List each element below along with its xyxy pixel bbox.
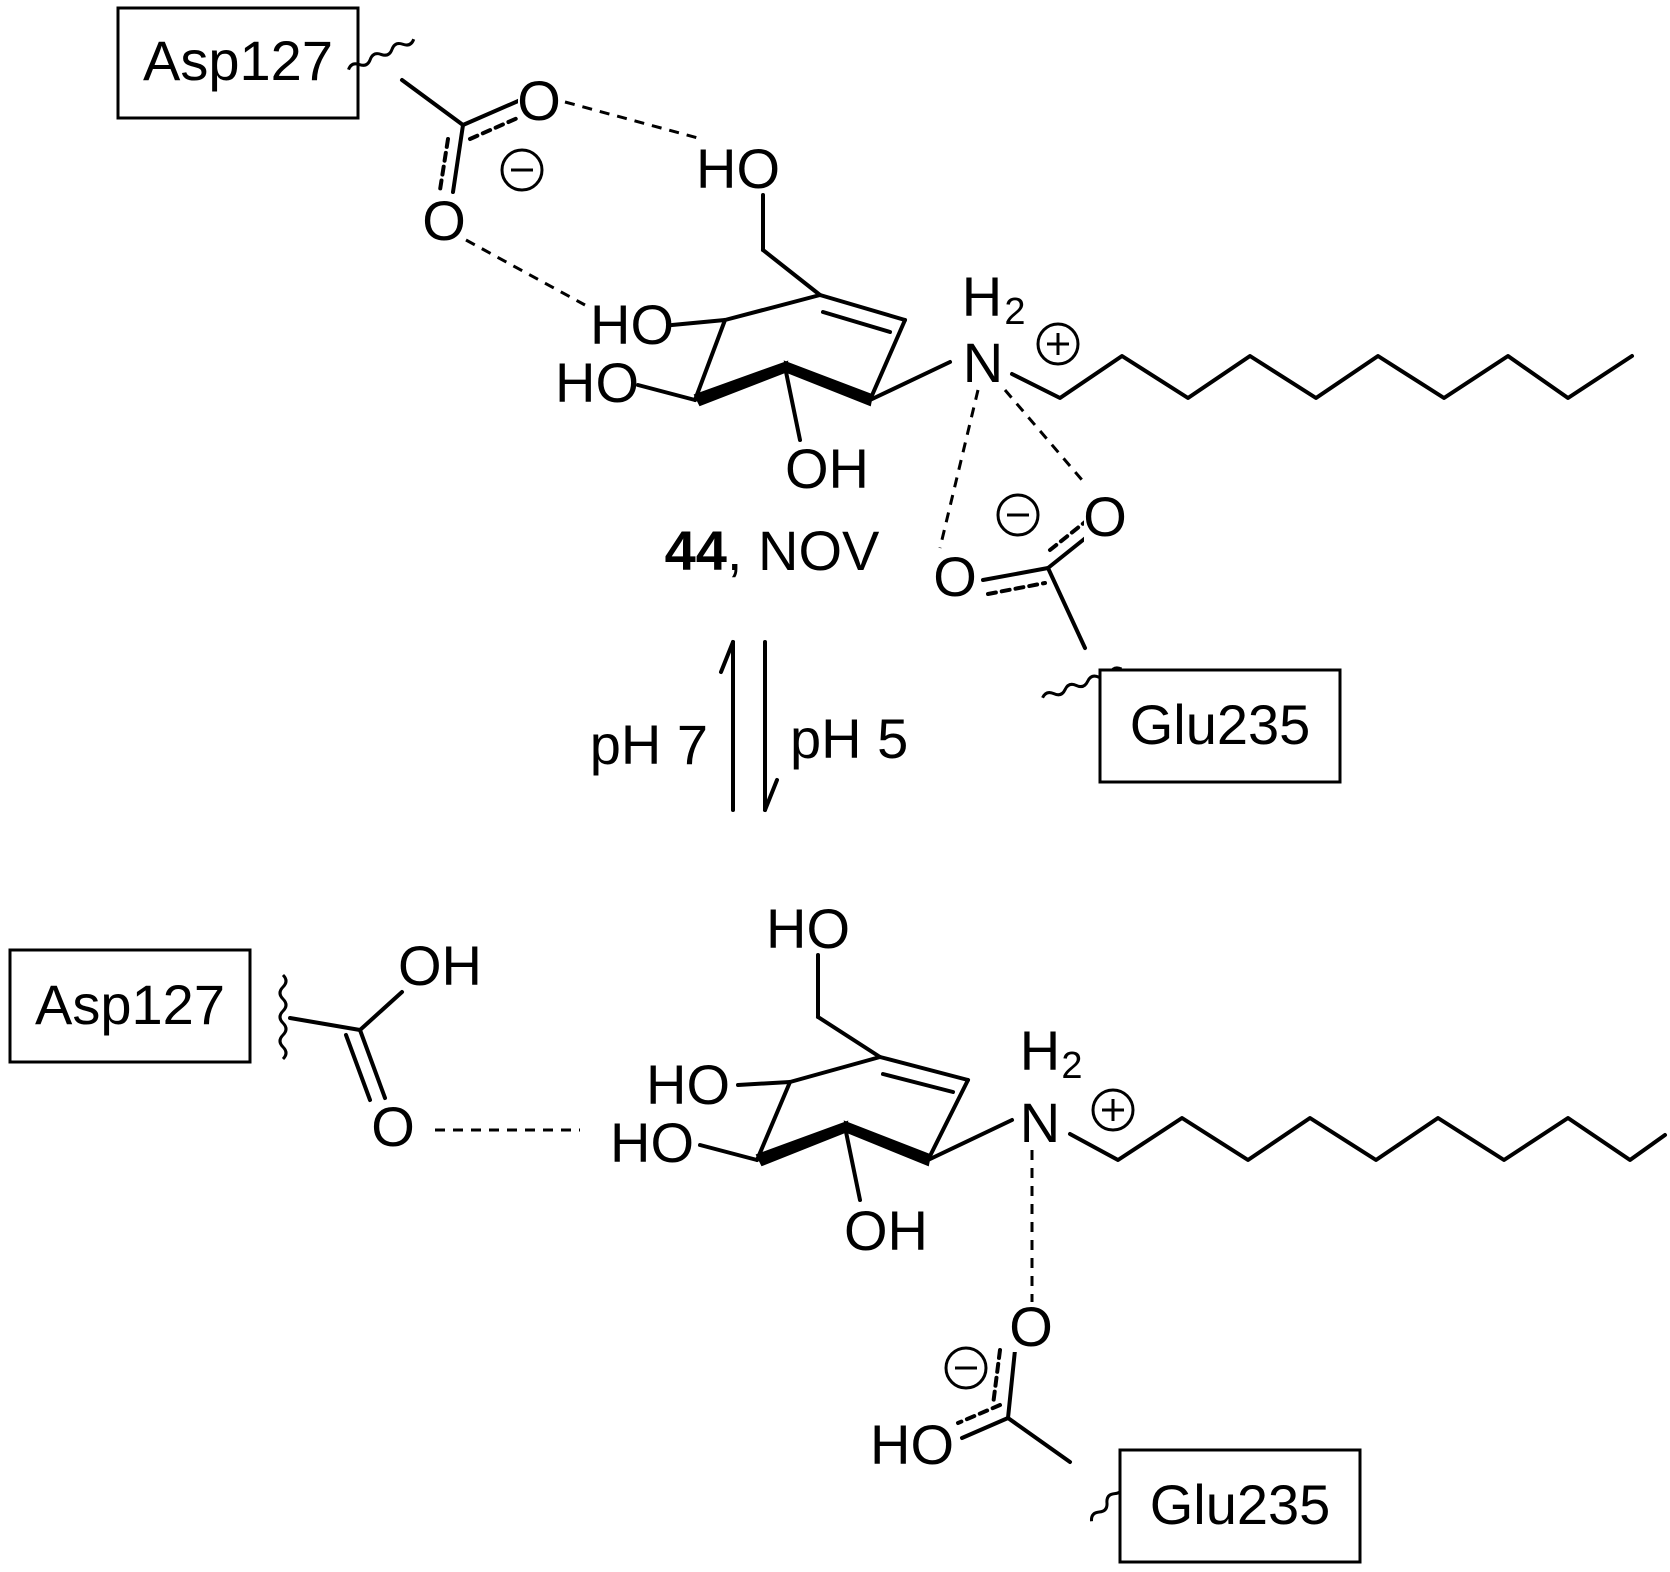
glu235-label: Glu235	[1130, 693, 1311, 756]
alkyl-chain	[1068, 1116, 1667, 1162]
hydroxyl-oh: OH	[844, 1199, 928, 1262]
ammonium-chain-top: N H 2	[962, 265, 1634, 400]
glu-carboxylate-top: O O	[933, 389, 1127, 699]
cyclohexene-ring-bottom: HO HO HO OH	[610, 897, 1014, 1262]
compound-name: , NOV	[727, 519, 880, 582]
atom-o: O	[933, 545, 977, 608]
asp127-residue-top: Asp127	[116, 6, 416, 120]
positive-charge	[1091, 1088, 1135, 1132]
glu235-residue-bottom: Glu235	[1118, 1448, 1362, 1564]
hydroxyl-ho: HO	[766, 897, 850, 960]
condition-left: pH 7	[590, 713, 708, 776]
condition-right: pH 5	[790, 707, 908, 770]
compound-label: 44, NOV	[665, 519, 880, 582]
h-subscript: 2	[1061, 1045, 1082, 1087]
hydroxyl-ho: HO	[555, 351, 639, 414]
hydrogen-bond	[1003, 389, 1084, 481]
hydrogen-bond	[938, 389, 980, 549]
atom-o: O	[1009, 1295, 1053, 1358]
asp-carboxylate-top: O O	[400, 69, 561, 252]
positive-charge	[1036, 322, 1080, 366]
atom-h: H	[962, 265, 1002, 328]
negative-charge	[944, 1346, 988, 1390]
asp127-label: Asp127	[35, 973, 225, 1036]
negative-charge	[500, 148, 544, 192]
residue-box	[116, 6, 360, 120]
hydrogen-bond	[465, 238, 586, 307]
atom-o: O	[422, 189, 466, 252]
wavy-bond	[347, 38, 416, 71]
residue-box	[8, 948, 252, 1064]
negative-charge	[996, 493, 1040, 537]
equilibrium-arrows: pH 7 pH 5	[590, 640, 908, 812]
glu235-residue-top: Glu235	[1098, 668, 1342, 784]
wavy-bond	[278, 973, 288, 1061]
bottom-structure: Asp127 OH O	[8, 897, 1667, 1564]
hydroxyl-ho: HO	[696, 137, 780, 200]
hydroxyl-oh: OH	[785, 437, 869, 500]
glu235-label: Glu235	[1150, 1473, 1331, 1536]
residue-box	[1098, 668, 1342, 784]
compound-number: 44	[665, 519, 727, 582]
asp127-label: Asp127	[143, 29, 333, 92]
hydroxyl-ho: HO	[590, 293, 674, 356]
h-subscript: 2	[1004, 291, 1025, 333]
hydroxyl-oh: OH	[398, 934, 482, 997]
residue-box	[1118, 1448, 1362, 1564]
atom-o: O	[371, 1095, 415, 1158]
ammonium-chain-bottom: N H 2	[1020, 1019, 1667, 1162]
atom-o: O	[1083, 485, 1127, 548]
hydroxyl-ho: HO	[610, 1111, 694, 1174]
atom-o: O	[517, 69, 561, 132]
alkyl-chain	[1010, 354, 1634, 400]
asp-carboxylic-acid-bottom: OH O	[288, 934, 482, 1158]
hydroxyl-ho: HO	[870, 1413, 954, 1476]
cyclohexene-ring-top: HO HO HO OH	[555, 137, 952, 500]
asp127-residue-bottom: Asp127	[8, 948, 288, 1064]
atom-h: H	[1020, 1019, 1060, 1082]
top-structure: Asp127 O O	[116, 6, 1634, 784]
atom-n: N	[1020, 1091, 1060, 1154]
glu-carboxylate-bottom: O HO	[870, 1150, 1146, 1522]
hydroxyl-ho: HO	[646, 1053, 730, 1116]
hydrogen-bond	[564, 100, 699, 140]
atom-n: N	[963, 331, 1003, 394]
